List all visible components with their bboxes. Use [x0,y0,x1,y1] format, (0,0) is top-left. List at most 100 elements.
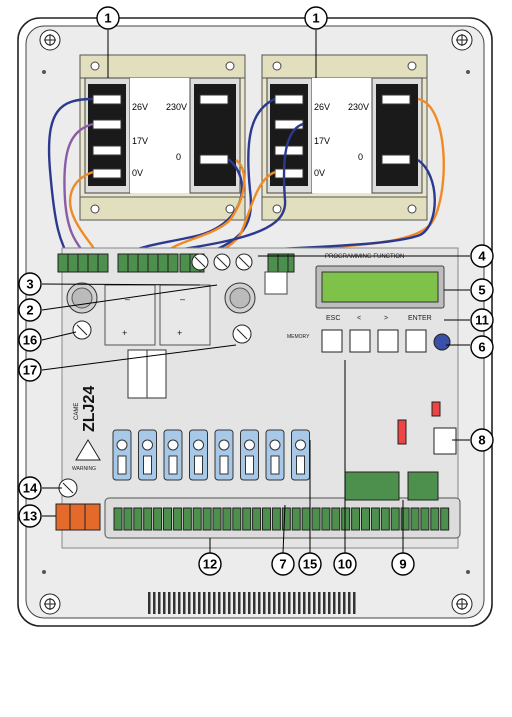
terminal-screw [281,507,291,531]
vent-slot [268,592,271,614]
right-button[interactable] [377,329,399,353]
svg-text:8: 8 [478,433,485,448]
board-labels: ZLJ24 CAME MEMORY WARNING [72,334,310,472]
fuse-holder-icon [232,324,252,344]
terminal-screw [361,507,370,531]
terminal-screw [351,507,361,531]
memory-label: MEMORY [287,334,310,340]
terminal-screw [143,507,153,531]
vent-slot [193,592,196,614]
vent-slot [178,592,181,614]
right-terminals [344,401,457,501]
vent-slot [183,592,186,614]
vent-slot [283,592,286,614]
terminal-screw [430,507,440,531]
terminal-screw [212,507,222,531]
vent-slot [348,592,351,614]
callout-2: 2 [18,298,42,322]
terminal-screw [232,507,242,531]
vent-slot [293,592,296,614]
vent-slot [233,592,236,614]
vent-slot [273,592,276,614]
vent-slot [163,592,166,614]
vent-slot [248,592,251,614]
svg-text:11: 11 [475,313,489,328]
terminal-screw [271,507,281,531]
terminal-screw [380,507,390,531]
callout-1: 1 [96,6,120,30]
vent-slot [158,592,161,614]
right-label: > [384,315,388,322]
svg-text:3: 3 [26,277,33,292]
terminal-screw [370,507,380,531]
fuse-icon [112,429,132,481]
terminal-screw [410,507,420,531]
left-button[interactable] [349,329,371,353]
terminal-screw [301,507,311,531]
callout-1: 1 [304,6,328,30]
transformer-right-terminals: 26V 17V 0V 230V 0 [274,94,411,179]
terminal-screw [291,507,301,531]
enter-button[interactable] [405,329,427,353]
output-terminal-blocks [113,507,450,531]
components: –+ –+ [66,271,288,399]
svg-text:6: 6 [478,340,485,355]
trimmer-icon [213,253,231,271]
vent-slot [238,592,241,614]
tap-230v-label: 230V [166,102,187,112]
transformer-left-terminals: 26V 17V 0V 230V 0 [92,94,229,179]
callout-10: 10 [333,552,357,576]
callout-7: 7 [271,552,295,576]
vent-slot [223,592,226,614]
adjust-dial-icon[interactable] [433,333,451,351]
terminal-screw [153,507,163,531]
esc-button[interactable] [321,329,343,353]
vent-slot [198,592,201,614]
display-header: PROGRAMMING FUNCTION [325,254,404,260]
model-label: ZLJ24 [81,386,98,432]
svg-text:17: 17 [23,363,37,378]
trimmer-icon [235,253,253,271]
vent-slot [253,592,256,614]
terminal-screw [202,507,212,531]
svg-text:4: 4 [478,249,486,264]
terminal-screw [390,507,400,531]
tap-0v-label: 0V [314,168,325,178]
keypad: ESC < > ENTER [321,315,451,353]
vent-slot [263,592,266,614]
svg-text:1: 1 [312,11,319,26]
brand-label: CAME [74,403,80,420]
callout-3: 3 [18,272,42,296]
tap-17v-label: 17V [314,136,330,146]
vent-slot [218,592,221,614]
terminal-screw [262,507,271,531]
vent-slot [333,592,336,614]
terminal-screw [192,507,202,531]
terminal-screw [242,507,252,531]
callout-8: 8 [470,428,494,452]
svg-text:–: – [180,294,185,304]
vent-slot [258,592,261,614]
tap-230v-label: 230V [348,102,369,112]
transformer-right [261,54,428,221]
svg-text:1: 1 [104,11,111,26]
terminal-screw [133,507,143,531]
terminal-screw [182,507,192,531]
callout-5: 5 [470,278,494,302]
vent-slot [303,592,306,614]
vent-slots [148,592,356,614]
svg-text:15: 15 [303,557,317,572]
esc-label: ESC [326,315,340,322]
screw-icon [39,29,61,51]
terminal-screw [123,507,133,531]
vent-slot [243,592,246,614]
vent-slot [228,592,231,614]
vent-slot [353,592,356,614]
callout-6: 6 [470,335,494,359]
vent-slot [173,592,176,614]
svg-text:7: 7 [279,557,286,572]
vent-slot [338,592,341,614]
vent-slot [298,592,301,614]
